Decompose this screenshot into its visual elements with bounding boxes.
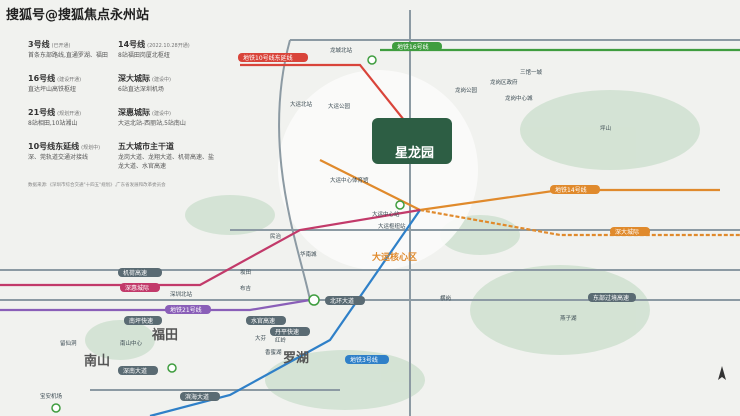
place-label: 燕子湖 — [560, 314, 577, 322]
place-label: 三馆一城 — [520, 68, 543, 76]
place-label: 大运北站 — [290, 100, 313, 108]
place-label: 龙岗中心城 — [505, 94, 533, 102]
line-tag: 深大城际 — [610, 227, 650, 236]
line-tag: 机荷高速 — [118, 268, 162, 277]
place-label: 横岗 — [440, 294, 451, 302]
svg-text:东部过境高速: 东部过境高速 — [593, 294, 629, 302]
svg-text:水官高速: 水官高速 — [251, 317, 275, 325]
svg-text:地铁16号线: 地铁16号线 — [397, 43, 429, 51]
place-label: 龙岗区政府 — [490, 78, 518, 86]
station-marker — [395, 200, 405, 210]
svg-text:深南大道: 深南大道 — [123, 367, 147, 375]
line-tag: 地铁14号线 — [550, 185, 600, 194]
project-brand: 星龙园 — [395, 146, 435, 161]
line-tag: 南坪快速 — [124, 316, 162, 325]
place-label: 坂田 — [240, 268, 251, 276]
place-labels: 龙城北站 龙岗中心城 龙岗公园 龙岗区政府 三馆一城 大运北站 大运公园 大运中… — [40, 46, 611, 400]
line-tag: 地铁16号线 — [392, 42, 442, 51]
place-label: 民治 — [270, 232, 282, 240]
svg-text:北环大道: 北环大道 — [330, 297, 354, 305]
project-landmark[interactable] — [372, 118, 452, 164]
place-label: 龙城北站 — [330, 46, 353, 54]
place-label: 坪山 — [600, 124, 611, 132]
line-tag: 滨海大道 — [180, 392, 220, 401]
legend-item: 16号线(建设开通)直达坪山高铁枢纽 — [28, 74, 82, 93]
metro-lines — [0, 48, 740, 416]
line-tag: 地铁10号线东延线 — [238, 53, 308, 62]
place-label: 宝安机场 — [40, 392, 63, 400]
stations — [51, 55, 405, 413]
legend-item: 深惠城际(建设中)大运北站-西丽站,5站南山 — [118, 108, 186, 127]
place-label: 香蜜湖 — [265, 348, 282, 356]
line-tag: 丹平快速 — [270, 327, 310, 336]
svg-text:深惠城际: 深惠城际 — [125, 284, 149, 292]
watermark: 搜狐号@搜狐焦点永州站 — [6, 8, 150, 23]
core-circle — [278, 70, 478, 270]
legend-item: 五大城市主干道龙岗大道、龙翔大道、机荷高速、盐龙大道、水官高速 — [118, 142, 215, 170]
svg-text:地铁21号线: 地铁21号线 — [170, 306, 202, 314]
svg-text:机荷高速: 机荷高速 — [123, 269, 147, 277]
station-marker — [308, 294, 320, 306]
line-tag: 东部过境高速 — [588, 293, 636, 302]
place-label: 龙岗公园 — [455, 86, 478, 94]
legend-note: 数据来源:《深圳市综合交通"十四五"规划》,广东省发展和改革委员会 — [28, 183, 166, 188]
compass-icon — [718, 366, 726, 380]
line-tag-group: 地铁10号线东延线 地铁16号线 地铁14号线 深大城际 地铁21号线 地铁3号… — [118, 42, 650, 401]
legend-item: 21号线(规划开通)8站相田,10站湘山 — [28, 108, 82, 127]
legend-item: 14号线(2022.10.28开通)8站福田岗厦北枢纽 — [118, 40, 190, 59]
svg-text:地铁10号线东延线: 地铁10号线东延线 — [243, 54, 293, 62]
line-tag: 地铁3号线 — [345, 355, 389, 364]
svg-text:地铁14号线: 地铁14号线 — [555, 186, 587, 194]
svg-text:地铁3号线: 地铁3号线 — [350, 356, 378, 364]
svg-text:南坪快速: 南坪快速 — [129, 317, 153, 325]
station-marker — [367, 55, 377, 65]
place-label: 大运中心站 — [372, 210, 400, 218]
place-label: 华南城 — [300, 250, 317, 258]
line-tag: 深南大道 — [118, 366, 158, 375]
place-label: 大运公园 — [328, 102, 351, 110]
line-tag: 水官高速 — [246, 316, 286, 325]
svg-text:滨海大道: 滨海大道 — [185, 393, 209, 401]
place-label: 留仙洞 — [60, 339, 77, 347]
svg-text:深大城际: 深大城际 — [615, 228, 639, 236]
station-marker — [51, 403, 61, 413]
place-label: 大运枢纽站 — [378, 222, 406, 230]
line-tag: 北环大道 — [325, 296, 365, 305]
line-tag: 地铁21号线 — [165, 305, 211, 314]
place-label: 红岭 — [275, 336, 287, 344]
place-label: 深圳北站 — [170, 290, 193, 298]
svg-text:丹平快速: 丹平快速 — [275, 328, 299, 336]
line-tag: 深惠城际 — [120, 283, 160, 292]
district-futian: 福田 — [152, 328, 179, 343]
district-luohu: 罗湖 — [283, 351, 310, 366]
legend-item: 3号线(已开通)首条东部路线,直通罗湖、福田 — [28, 40, 108, 59]
district-nanshan: 南山 — [84, 354, 111, 369]
green-areas — [85, 90, 700, 410]
legend-item: 深大城际(建设中)6站直达深圳机场 — [118, 74, 171, 93]
place-label: 大运中心体育馆 — [330, 176, 369, 184]
station-marker — [167, 363, 177, 373]
place-label: 布吉 — [240, 284, 252, 292]
place-label: 南山中心 — [120, 339, 143, 347]
legend-item: 10号线东延线(规划中)深、莞轨道交通对接线 — [28, 142, 101, 161]
place-label: 大运核心区 — [372, 251, 417, 263]
place-label: 大芬 — [255, 334, 267, 342]
